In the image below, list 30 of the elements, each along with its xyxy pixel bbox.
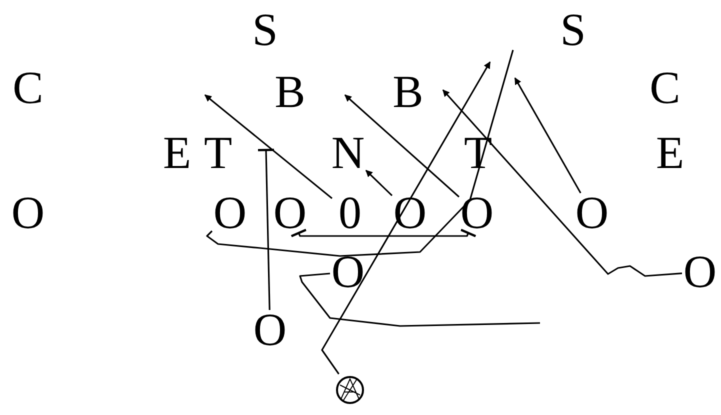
player-letter: S: [559, 10, 587, 50]
player-letter: E: [654, 133, 686, 173]
player-letter: S: [251, 10, 279, 50]
player-letter: T: [202, 133, 234, 173]
block-line: [290, 228, 477, 238]
block-line: [256, 148, 276, 310]
player-letter: O: [459, 193, 495, 233]
player-letter: C: [12, 68, 44, 108]
player-letter: O: [252, 310, 288, 350]
player-letter: B: [274, 72, 306, 112]
player-letter: O: [574, 193, 610, 233]
player-letter: O: [212, 193, 248, 233]
player-letter: B: [392, 72, 424, 112]
route-arrow: [344, 94, 460, 198]
player-letter: O: [272, 193, 308, 233]
player-letter: C: [648, 68, 682, 108]
route-arrow: [514, 77, 582, 194]
player-letter: N: [330, 133, 366, 173]
route-arrow: [365, 170, 393, 196]
player-letter: O: [10, 193, 46, 233]
player-letter: O: [330, 252, 366, 292]
player-letter: 0: [332, 193, 368, 233]
route-line: [206, 50, 514, 257]
route-arrow: [442, 89, 682, 277]
route-line: [299, 272, 540, 327]
route-arrow: [204, 94, 332, 200]
route-arrow: [321, 61, 491, 374]
player-letter: E: [162, 133, 192, 173]
player-letter: O: [682, 252, 718, 292]
scribbled-circle-icon: [335, 375, 365, 405]
